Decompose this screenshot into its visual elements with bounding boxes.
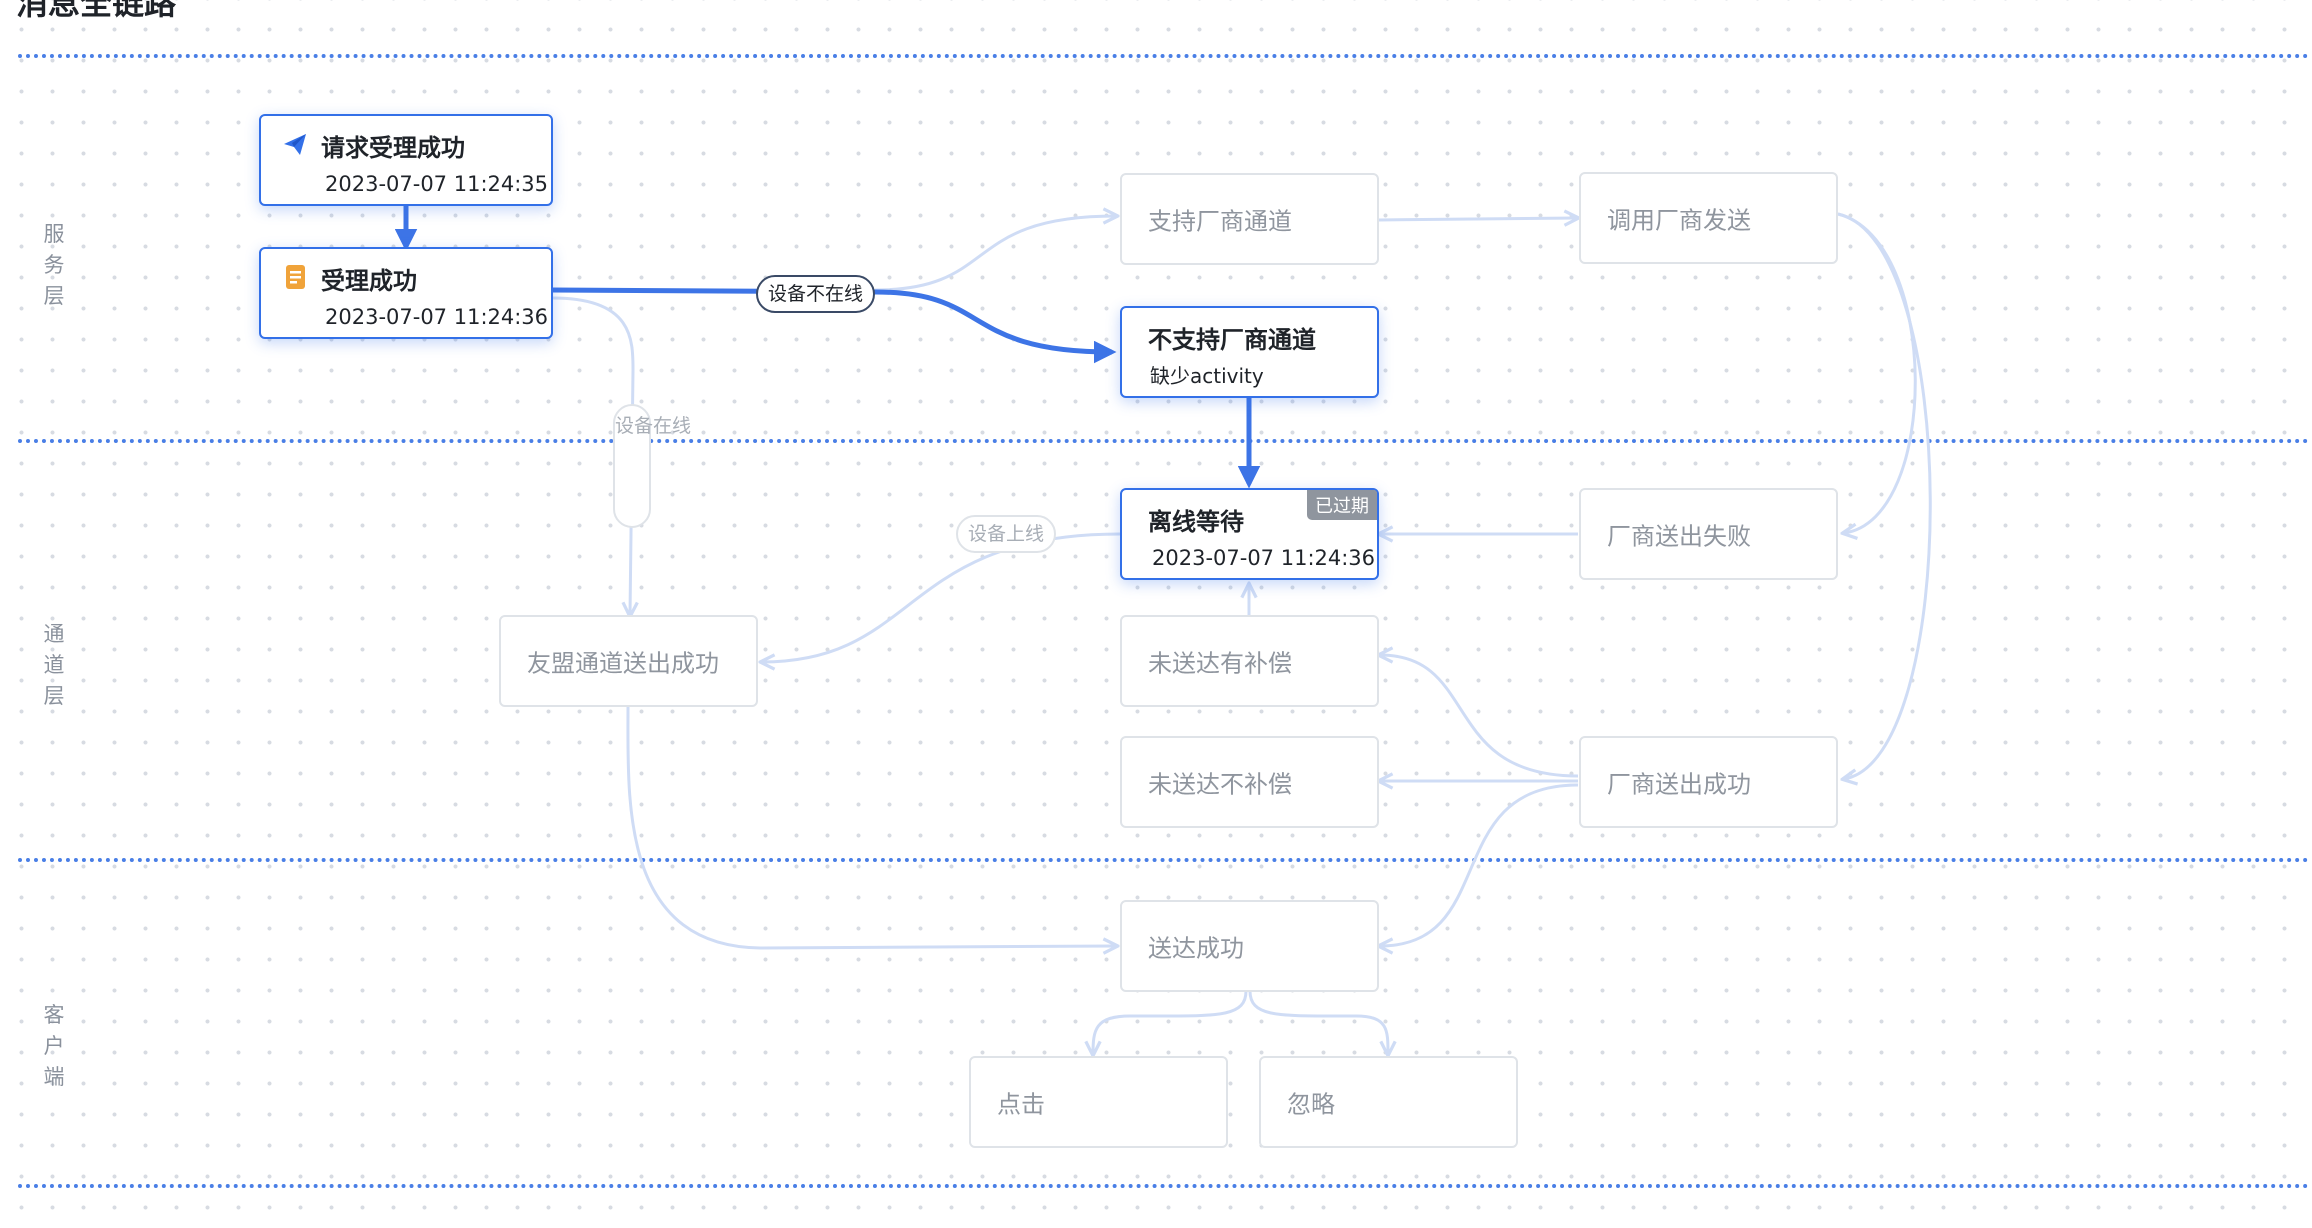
node-title: 不支持厂商通道 [1148, 326, 1316, 354]
lane-divider-channel-client [18, 858, 2310, 862]
paper-plane-icon [284, 134, 306, 155]
node-title: 未送达不补偿 [1148, 770, 1292, 799]
node-vendor-send-failed[interactable]: 厂商送出失败 [1579, 488, 1838, 580]
node-title: 忽略 [1287, 1090, 1335, 1119]
edge-call-to-success [1837, 212, 1932, 779]
node-click[interactable]: 点击 [969, 1056, 1228, 1148]
node-title: 友盟通道送出成功 [527, 649, 719, 678]
node-title: 受理成功 [321, 267, 417, 295]
edge-came-online-to-umeng [762, 532, 1121, 662]
node-timestamp: 2023-07-07 11:24:36 [325, 305, 549, 329]
page-title: 消息全链路 [16, 0, 177, 22]
node-vendor-send-success[interactable]: 厂商送出成功 [1579, 736, 1838, 828]
node-vendor-unsupported[interactable]: 不支持厂商通道 缺少activity [1120, 306, 1379, 398]
edge-delivered-to-click [1093, 990, 1248, 1054]
edge-call-to-failed [1837, 212, 1917, 533]
node-umeng-send-success[interactable]: 友盟通道送出成功 [499, 615, 758, 707]
node-title: 离线等待 [1148, 508, 1244, 536]
node-delivered[interactable]: 送达成功 [1120, 900, 1379, 992]
node-subtitle: 缺少activity [1150, 364, 1264, 388]
node-undelivered-compensated[interactable]: 未送达有补偿 [1120, 615, 1379, 707]
node-request-accepted[interactable]: 请求受理成功 2023-07-07 11:24:35 [259, 114, 553, 206]
lane-label-channel: 通道层 [43, 622, 65, 708]
node-offline-wait[interactable]: 已过期 离线等待 2023-07-07 11:24:36 [1120, 488, 1379, 580]
lane-label-service: 服务层 [43, 222, 65, 308]
node-title: 厂商送出成功 [1607, 770, 1751, 799]
node-title: 调用厂商发送 [1607, 206, 1751, 235]
edge-success-to-delivered [1380, 783, 1579, 946]
node-title: 厂商送出失败 [1607, 522, 1751, 551]
node-title: 点击 [997, 1090, 1045, 1119]
edge-online-to-umeng [552, 296, 633, 615]
edge-label-device-came-online: 设备上线 [956, 515, 1057, 553]
node-title: 未送达有补偿 [1148, 649, 1292, 678]
node-timestamp: 2023-07-07 11:24:36 [1152, 546, 1376, 570]
node-accepted[interactable]: 受理成功 2023-07-07 11:24:36 [259, 247, 553, 339]
node-vendor-supported[interactable]: 支持厂商通道 [1120, 173, 1379, 265]
lane-divider-top [18, 54, 2310, 58]
edge-to-vendor-supported [874, 216, 1116, 292]
node-title: 支持厂商通道 [1148, 207, 1292, 236]
lane-label-client: 客户端 [43, 1003, 65, 1089]
edge-delivered-to-ignore [1248, 990, 1388, 1054]
edge-success-to-compensated [1380, 655, 1579, 778]
node-title: 请求受理成功 [321, 134, 465, 162]
node-undelivered-not-compensated[interactable]: 未送达不补偿 [1120, 736, 1379, 828]
edge-supported-to-call [1377, 218, 1577, 220]
edge-umeng-to-delivered [626, 704, 1116, 948]
edge-label-device-online: 设备在线 [613, 404, 691, 528]
document-icon [286, 265, 305, 289]
node-ignore[interactable]: 忽略 [1259, 1056, 1518, 1148]
edge-label-device-offline: 设备不在线 [756, 275, 876, 313]
lane-divider-bottom [18, 1184, 2310, 1188]
node-vendor-call[interactable]: 调用厂商发送 [1579, 172, 1838, 264]
node-timestamp: 2023-07-07 11:24:35 [325, 172, 549, 196]
lane-divider-service-channel [18, 439, 2310, 443]
expired-badge: 已过期 [1307, 490, 1377, 520]
node-title: 送达成功 [1148, 934, 1244, 963]
edge-accepted-to-unsupported [551, 287, 1117, 364]
